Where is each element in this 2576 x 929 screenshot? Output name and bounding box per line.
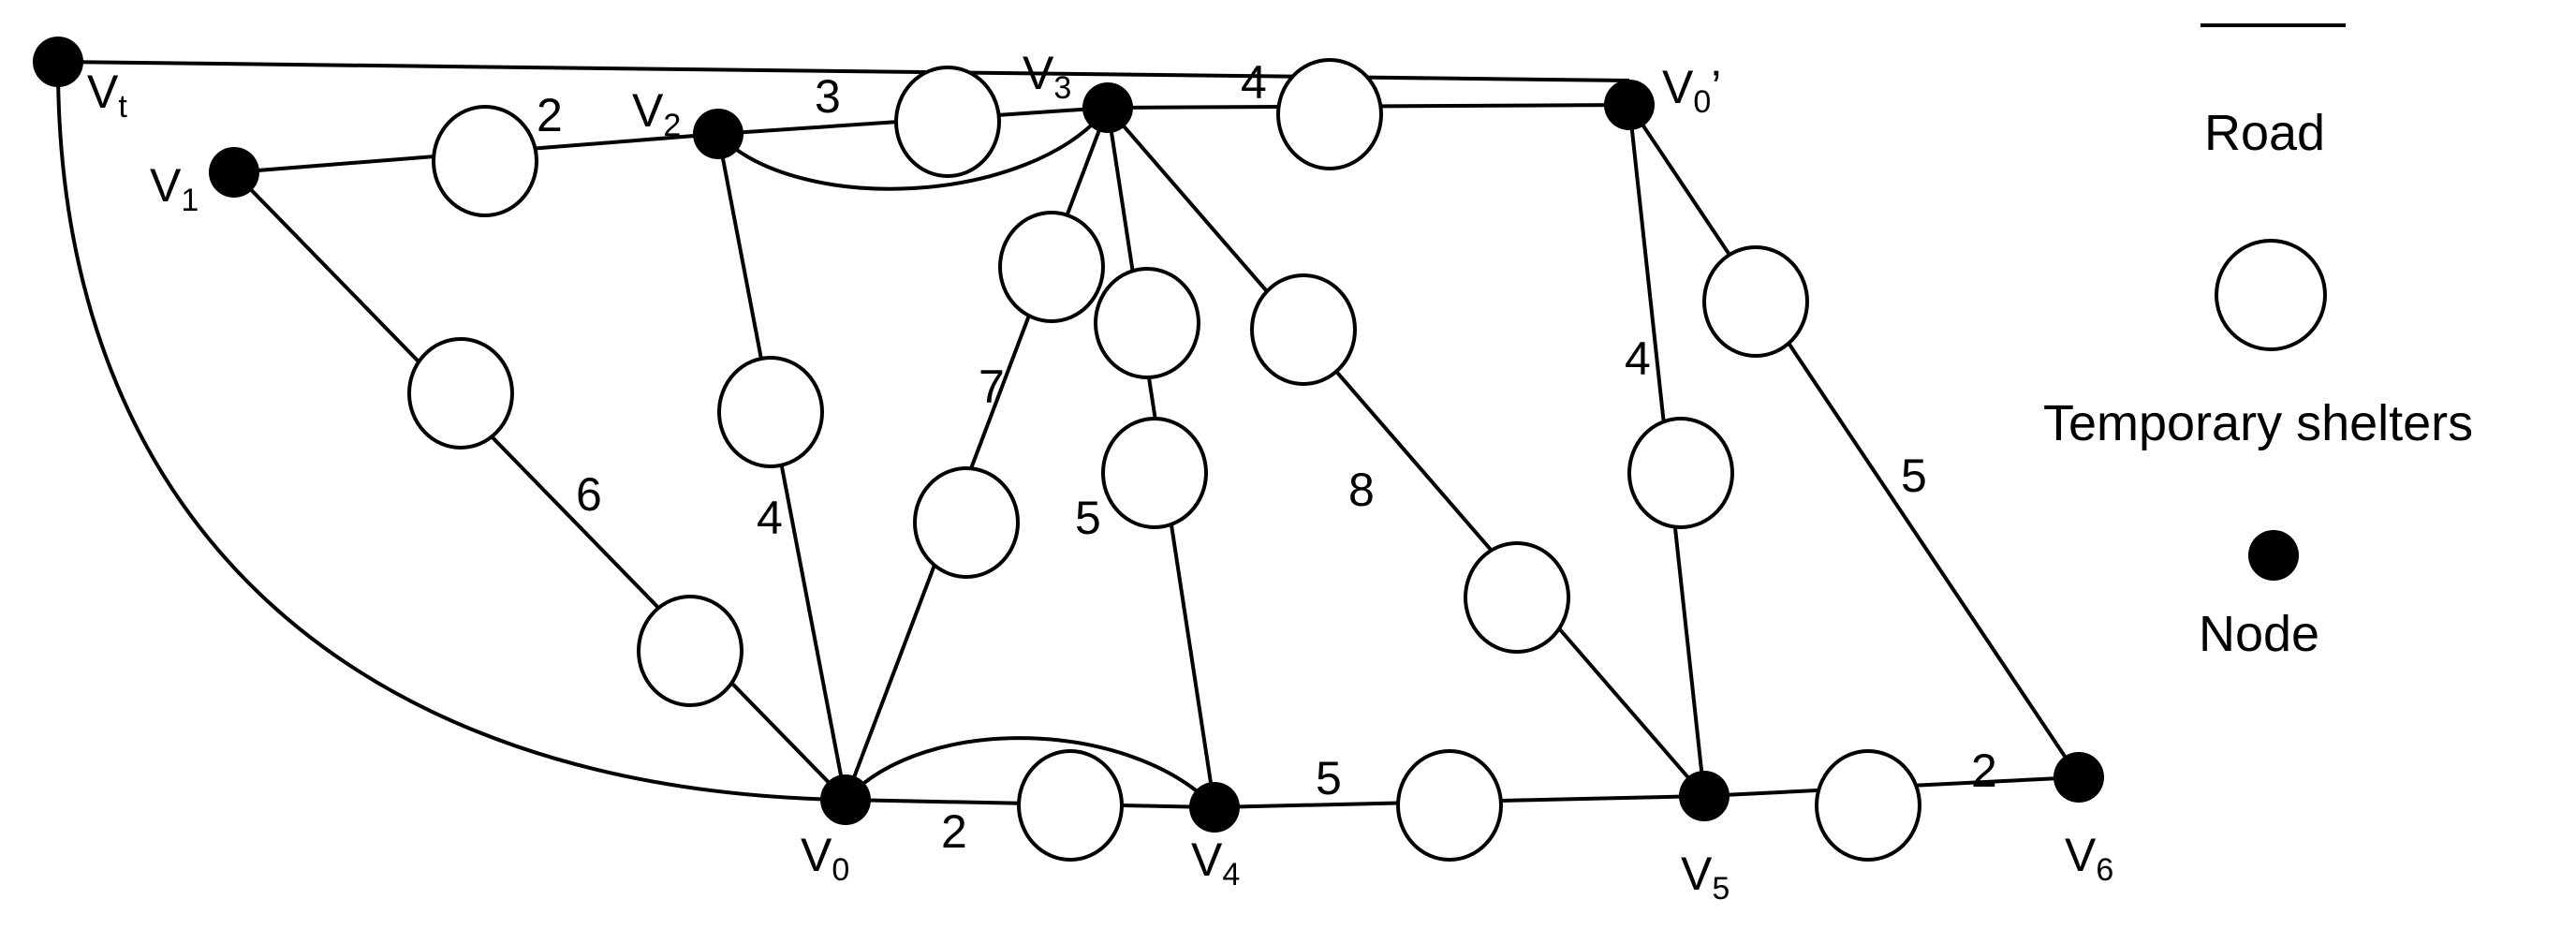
shelter-v3-v4-lower [1101,417,1208,529]
road-v2-v3-arc [716,106,1110,191]
road-v1-v0 [232,170,847,802]
legend-node-swatch [2248,530,2299,581]
weight-v5-v6: 2 [1971,745,1997,797]
legend-shelter-label: Temporary shelters [2043,395,2473,451]
weight-v3-v0: 7 [979,361,1005,413]
weight-v2-v0: 4 [757,492,783,544]
shelter-v4-v5 [1396,749,1503,862]
legend: Road Temporary shelters Node [2043,23,2473,662]
shelter-v1-v2 [432,105,538,217]
weight-v2-v3: 3 [815,70,841,123]
weight-v1-v0: 6 [576,468,602,521]
node-v4 [1189,782,1240,833]
shelter-v2-v0 [717,356,824,468]
node-label-v0p: V0’ [1662,61,1721,120]
nodes [33,37,2104,833]
roads [55,60,2081,809]
legend-node-label: Node [2199,606,2319,662]
legend-shelter-swatch [2215,239,2327,351]
weight-v0-v4: 2 [941,805,967,858]
node-v0p [1604,80,1655,130]
shelter-v0p-v6 [1702,245,1809,358]
road-v3-v5 [1106,106,1706,798]
node-labels: Vt V1 V2 V3 V0’ V0 V4 V5 V6 [87,47,2113,907]
node-label-v5: V5 [1681,848,1730,907]
shelter-v3-v0p [1276,58,1383,170]
legend-road-label: Road [2204,105,2325,161]
node-v1 [209,147,259,198]
road-v3-v0 [844,107,1110,801]
node-label-v4: V4 [1191,833,1240,892]
node-v5 [1679,771,1730,821]
node-label-v1: V1 [150,159,199,218]
node-label-v2: V2 [632,84,681,143]
shelter-v0-v4 [1017,749,1124,862]
weight-v3-v4: 5 [1075,492,1101,544]
node-label-v3: V3 [1023,47,1071,106]
node-label-vt: Vt [87,66,127,125]
weight-v3-v0p: 4 [1241,56,1267,109]
road-vt-v0-arc [55,61,846,802]
weight-v0p-v5: 4 [1625,332,1651,385]
weight-v1-v2: 2 [537,89,563,141]
shelters [407,58,1921,862]
shelter-v2-v3 [894,66,1001,178]
shelter-v1-v0-upper [407,337,514,450]
road-v0-v4-arc [844,736,1216,809]
shelter-v3-v5-lower [1464,541,1570,654]
weight-v3-v5: 8 [1348,464,1375,516]
node-v6 [2053,752,2104,803]
shelter-v1-v0-lower [637,595,743,707]
road-v0p-v6 [1627,103,2081,779]
node-label-v6: V6 [2065,829,2113,888]
edge-weights: 2 3 4 6 4 7 5 8 4 5 2 5 2 [537,56,1997,858]
node-vt [33,37,83,87]
shelter-v5-v6 [1815,749,1921,862]
road-vt-v0p [57,60,1630,82]
shelter-v3-v5-upper [1250,273,1357,386]
shelter-v3-v0-lower [913,466,1020,579]
shelter-v3-v4-upper [1094,267,1200,379]
node-v2 [693,109,743,159]
node-v0 [820,774,871,825]
weight-v0p-v6: 5 [1901,450,1927,502]
shelter-v0p-v5 [1627,417,1734,529]
node-v3 [1082,82,1133,133]
weight-v4-v5: 5 [1316,752,1342,804]
node-label-v0: V0 [801,829,849,888]
shelter-v3-v0-upper [998,211,1105,323]
